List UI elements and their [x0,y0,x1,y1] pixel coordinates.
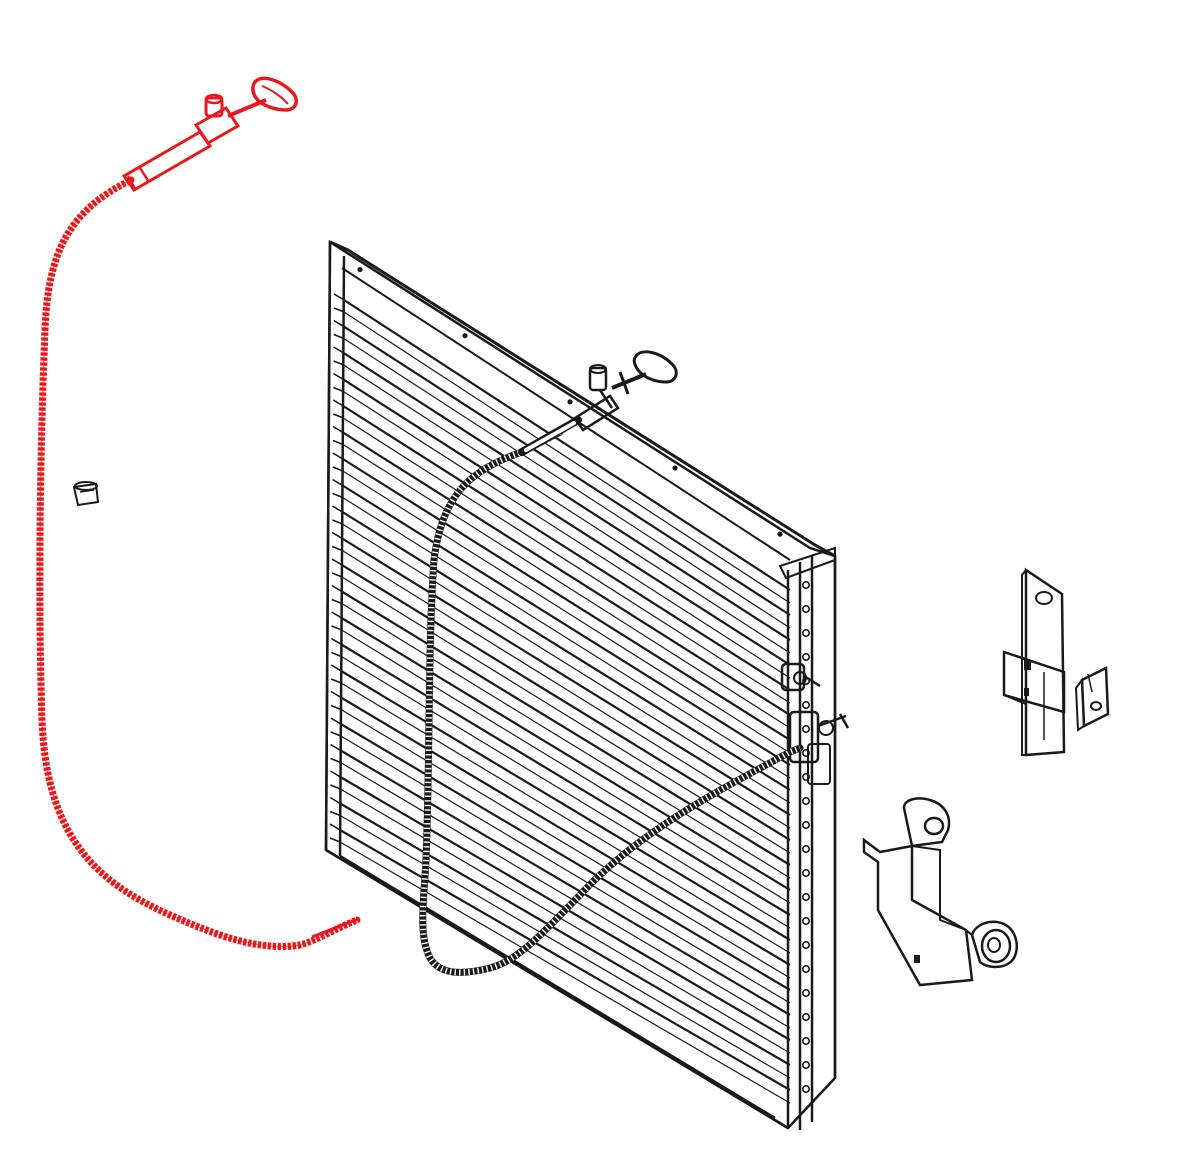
shutter-rivets [357,266,810,1094]
shutter-left-frame [324,241,346,857]
cable-head-nut-top [204,93,224,105]
shutter-rivet [801,916,810,925]
shutter-slat [332,452,791,754]
cable-ferrule-band-2 [126,175,137,190]
shutter-rivet [801,580,810,589]
shutter-rivet [801,1085,810,1094]
shutter-rivet [462,333,468,339]
shutter-slat [333,346,791,654]
cable-wire-tip [311,917,359,939]
cable-coil-outline [39,179,358,948]
shutter-rivet [801,868,810,877]
shutter-rivet [801,652,810,661]
shutter-rivet [801,700,810,709]
shutter-linkage-upper[interactable] [780,662,821,692]
shutter-rivet [801,964,810,973]
shutter-rivet [801,772,810,781]
cable-pull-knob[interactable] [251,76,298,112]
shutter-control-cable-coil [419,429,802,976]
grommet-icon[interactable] [72,481,100,507]
bracket-icon-lower[interactable] [862,797,1018,987]
shutter-bottom-frame [325,848,789,1130]
shutter-slat [331,505,791,804]
shutter-slat [331,611,791,904]
cable-head-nut [204,96,224,118]
shutter-slat [331,584,791,879]
cable-head-body [193,106,241,145]
shutter-slat [333,293,791,604]
shutter-cable-mount[interactable] [573,350,678,432]
cable-pull-knob-ridge [261,85,289,105]
shutter-slats [329,293,791,1104]
shutter-slat [329,796,791,1079]
shutter-slat [329,823,791,1104]
shutter-control-cable-sleeve-inner [524,421,576,452]
shutter-rivet [777,531,783,537]
shutter-rivet [801,724,810,733]
shutter-rivet [567,399,573,405]
cable-coil-texture [36,176,359,951]
shutter-slat [333,319,791,629]
cable-ferrule [121,130,213,192]
cable-ferrule-band [138,167,151,183]
bracket-icon[interactable] [1002,567,1110,757]
cable-sheath [36,176,361,951]
shutter-rivet [357,266,363,273]
shutter-slat [332,425,791,729]
shutter-rivet [801,988,810,997]
shutter-rivet [801,628,810,637]
shutter-rivet [801,844,810,853]
shutter-right-frame-top [778,546,836,580]
shutter-rivet [801,604,810,613]
shutter-top-rail-inner [341,267,791,561]
shutter-right-frame [786,556,837,1130]
shutter-slat [332,372,791,679]
shutter-rivet [801,1037,810,1046]
shutter-rivet [801,1061,810,1070]
shutter-slat [330,717,791,1004]
shutter-slat [330,664,791,954]
shutter-linkage-lower[interactable] [788,710,850,785]
shutter-rivet [801,892,810,901]
highlighted-control-cable[interactable] [36,76,361,951]
shutter-rivet [801,748,810,757]
shutter-slat [330,690,791,979]
shutter-slat [330,637,791,929]
shutter-rivet [801,796,810,805]
shutter-rivet [801,1012,810,1021]
shutter-slat [332,478,791,779]
shutter-slat [332,399,791,704]
shutter-rivet [801,940,810,949]
shutter-rivet [801,820,810,829]
shutter-slat [330,743,791,1029]
shutter-icon[interactable] [324,239,850,1130]
shutter-rivet [672,465,678,471]
shutter-slat [331,531,791,829]
